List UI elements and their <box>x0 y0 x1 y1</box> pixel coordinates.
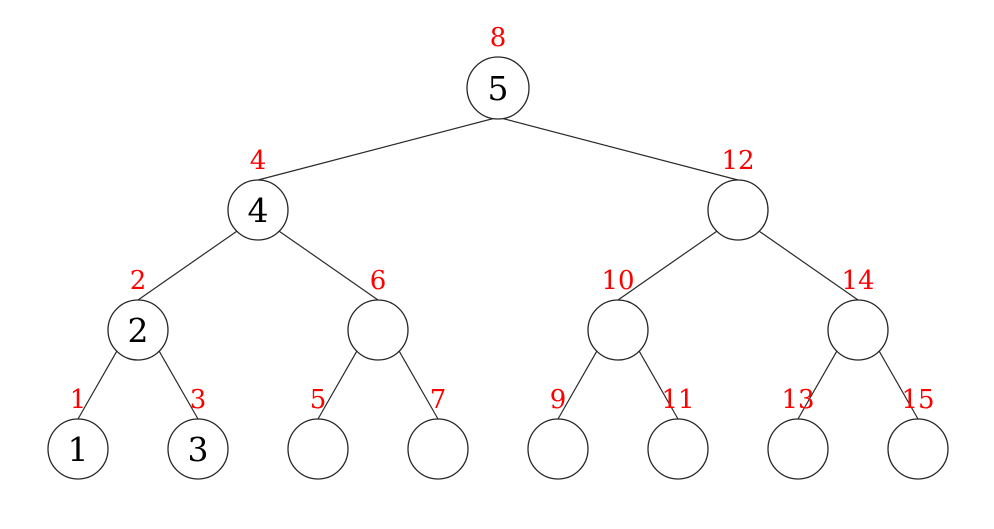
tree-node: 22 <box>107 266 169 361</box>
tree-node: 11 <box>647 385 709 480</box>
tree-node: 58 <box>466 23 530 120</box>
tree-node: 13 <box>767 385 829 480</box>
tree-node: 10 <box>587 266 649 361</box>
tree-edge <box>557 350 598 420</box>
node-circle <box>407 418 469 480</box>
node-circle <box>827 299 889 361</box>
node-index-label: 7 <box>430 385 447 415</box>
node-value: 2 <box>128 311 149 350</box>
tree-edge <box>878 350 919 420</box>
tree-edge <box>797 350 838 420</box>
tree-edge <box>492 115 739 181</box>
tree-edge <box>257 115 504 181</box>
node-index-label: 6 <box>370 266 387 296</box>
node-circle <box>466 56 530 120</box>
node-index-label: 9 <box>550 385 567 415</box>
node-circle <box>287 418 349 480</box>
node-index-label: 11 <box>661 385 694 415</box>
node-circle <box>347 299 409 361</box>
node-index-label: 14 <box>841 266 874 296</box>
tree-node: 15 <box>887 385 949 480</box>
tree-edge <box>617 230 718 301</box>
node-circle <box>227 179 289 241</box>
tree-edge <box>638 350 679 420</box>
tree-edge <box>278 230 379 301</box>
node-circle <box>107 299 169 361</box>
node-index-label: 10 <box>601 266 634 296</box>
tree-node: 5 <box>287 385 349 480</box>
tree-edge <box>317 350 358 420</box>
tree-edge <box>758 230 859 301</box>
node-index-label: 2 <box>130 266 147 296</box>
node-circle <box>707 179 769 241</box>
tree-edge <box>137 230 238 301</box>
tree-edge <box>77 350 118 420</box>
tree-node: 11 <box>47 385 109 480</box>
node-index-label: 3 <box>190 385 207 415</box>
node-circle <box>167 418 229 480</box>
node-index-label: 13 <box>781 385 814 415</box>
node-value: 3 <box>188 430 209 469</box>
tree-node: 44 <box>227 146 289 241</box>
node-circle <box>587 299 649 361</box>
tree-node: 6 <box>347 266 409 361</box>
tree-edge <box>398 350 439 420</box>
node-circle <box>527 418 589 480</box>
node-index-label: 1 <box>70 385 87 415</box>
node-index-label: 4 <box>250 146 267 176</box>
tree-node: 33 <box>167 385 229 480</box>
tree-node: 9 <box>527 385 589 480</box>
tree-node: 12 <box>707 146 769 241</box>
node-circle <box>887 418 949 480</box>
tree-node: 7 <box>407 385 469 480</box>
tree-node: 14 <box>827 266 889 361</box>
node-value: 1 <box>68 430 89 469</box>
node-circle <box>47 418 109 480</box>
node-circle <box>767 418 829 480</box>
node-index-label: 8 <box>490 23 507 53</box>
node-index-label: 5 <box>310 385 327 415</box>
tree-edge <box>158 350 199 420</box>
node-value: 4 <box>248 191 269 230</box>
node-index-label: 12 <box>721 146 754 176</box>
node-index-label: 15 <box>901 385 934 415</box>
node-circle <box>647 418 709 480</box>
node-value: 5 <box>488 69 509 108</box>
